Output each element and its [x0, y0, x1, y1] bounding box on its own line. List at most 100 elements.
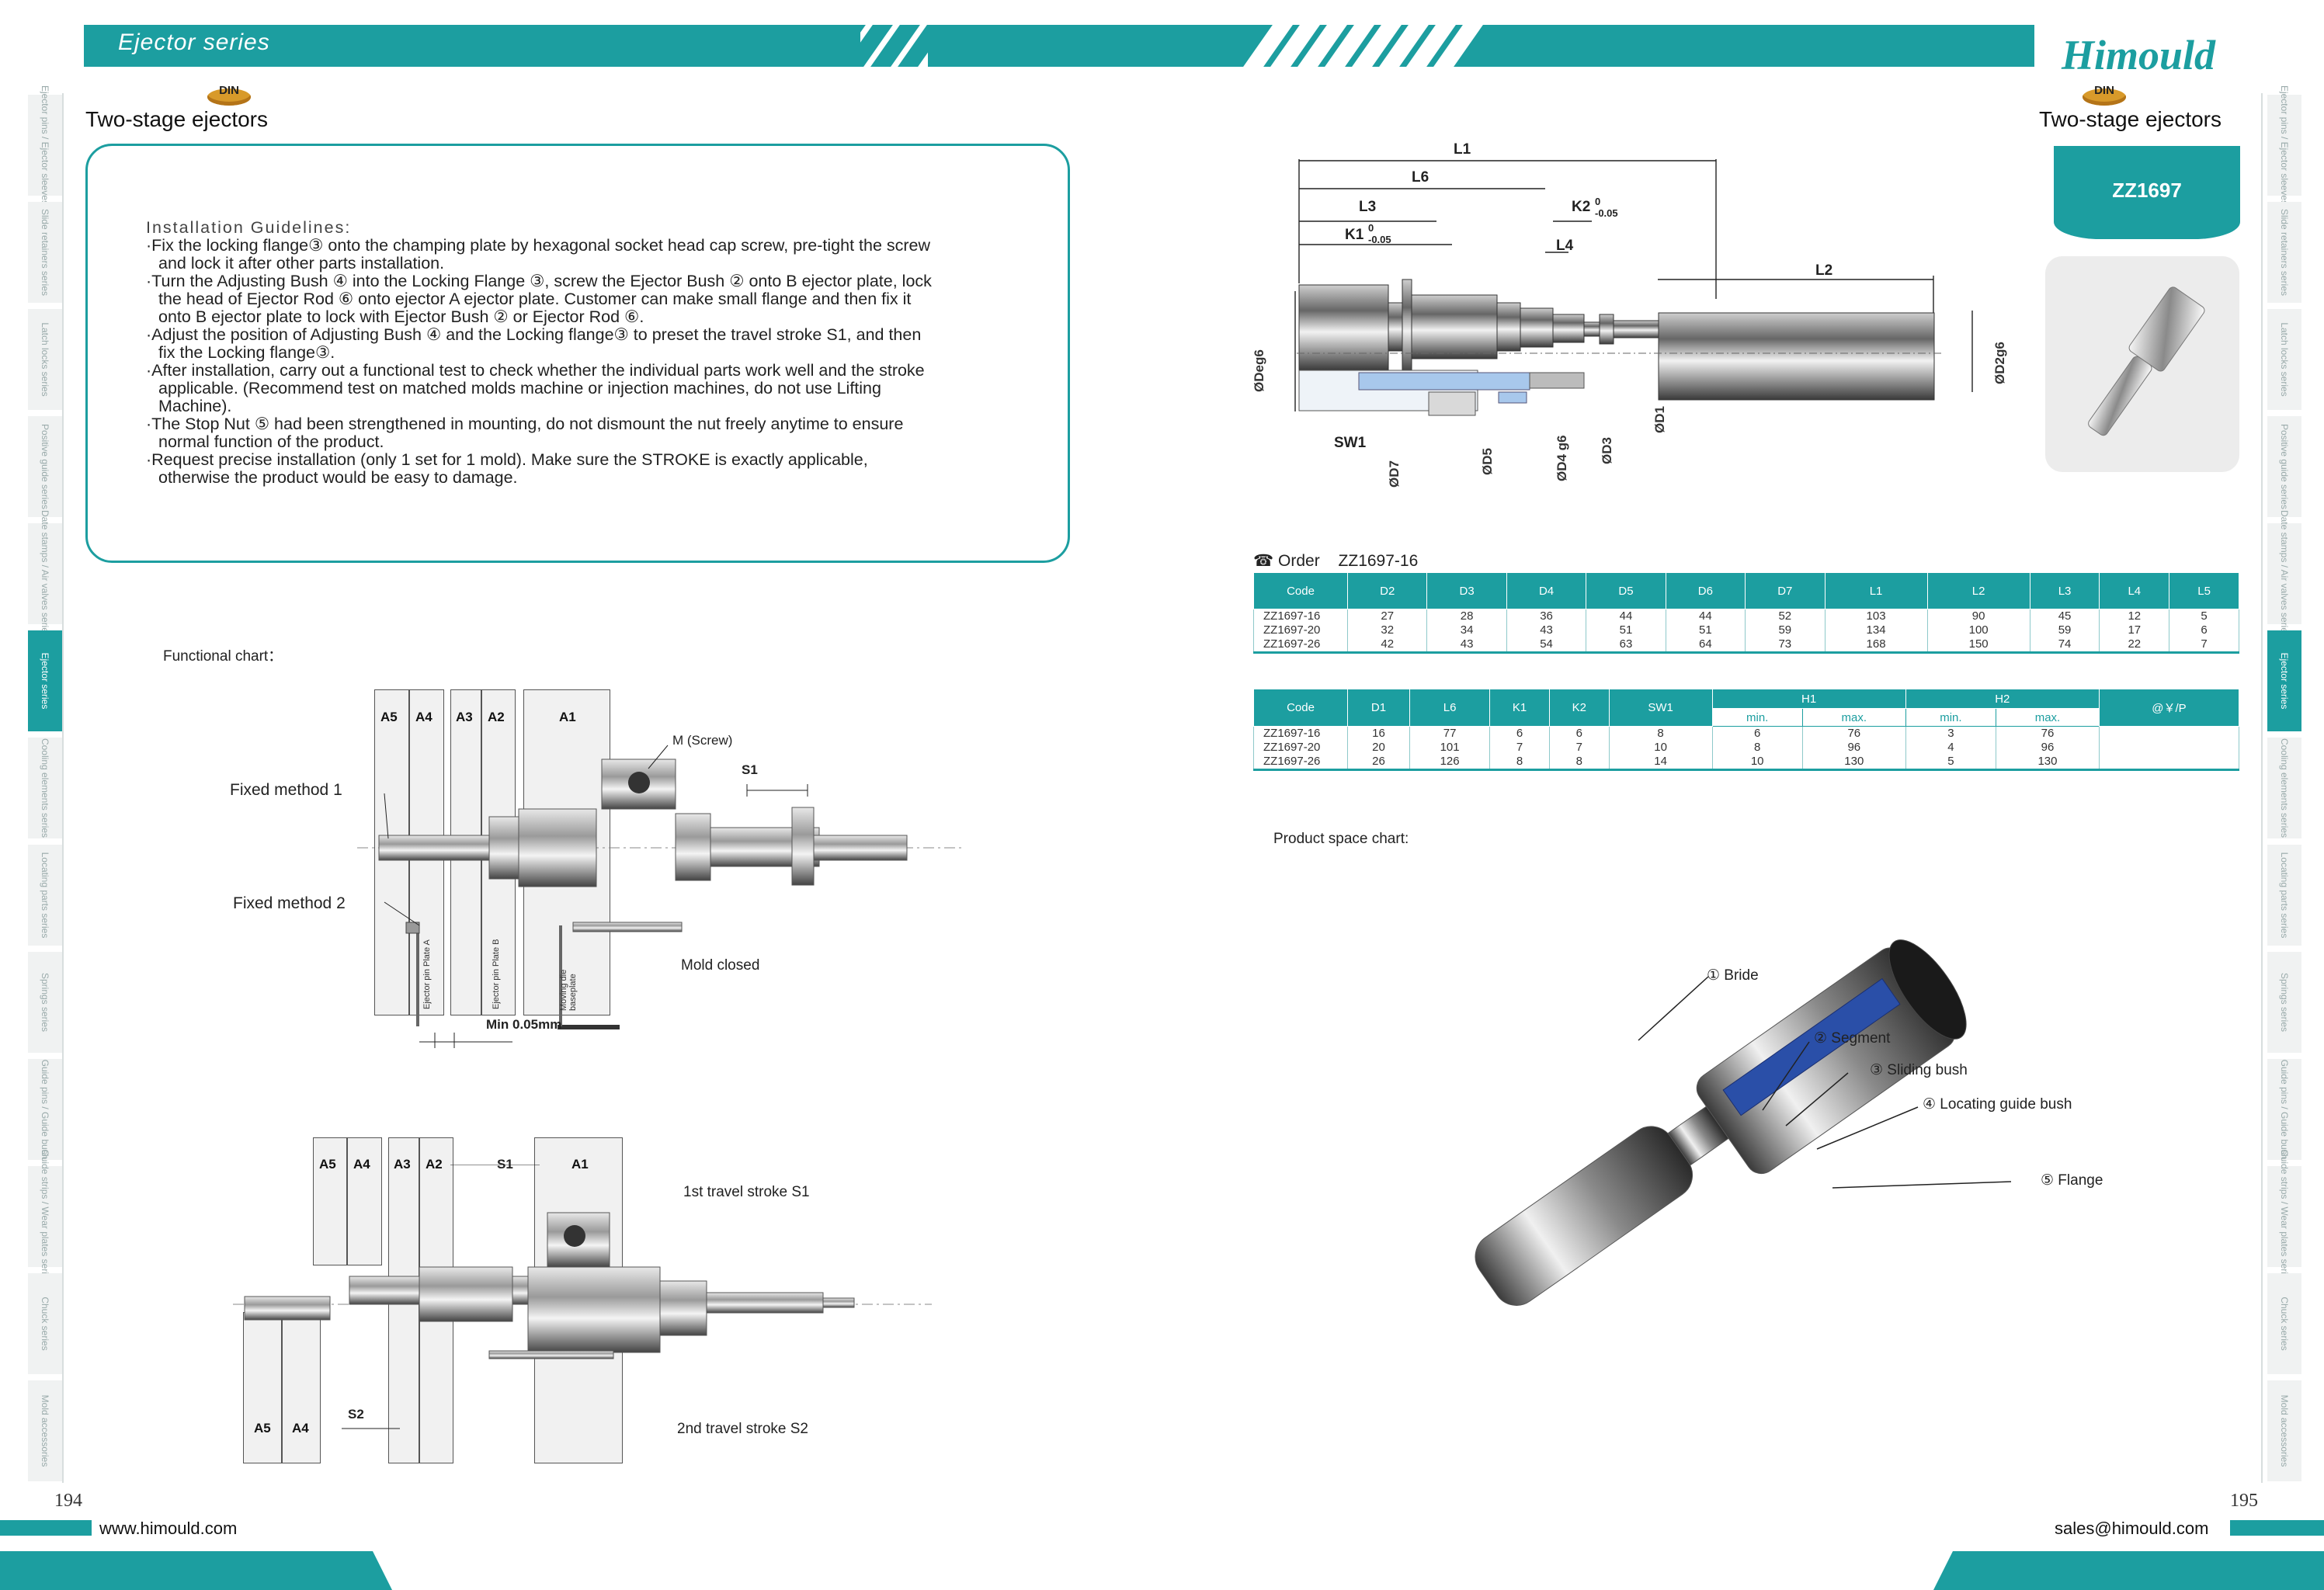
side-tab[interactable]: Ejector pins / Ejector sleeves	[28, 85, 62, 205]
table-cell: 22	[2099, 637, 2170, 654]
plate-label: A4	[415, 710, 432, 724]
col-header: L4	[2099, 572, 2170, 609]
table-cell: 34	[1426, 623, 1507, 637]
side-tab[interactable]: Cooling elements series	[28, 738, 62, 840]
callout-locating-guide-bush: ④ Locating guide bush	[1923, 1096, 2072, 1113]
footer-accent	[2230, 1520, 2324, 1536]
table-cell: ZZ1697-16	[1253, 726, 1348, 741]
side-tab-label: Date stamps / Air valves series	[40, 509, 50, 638]
table-cell: ZZ1697-26	[1253, 755, 1348, 771]
side-tab[interactable]: Mold accessories	[2267, 1380, 2301, 1483]
side-tab[interactable]: Ejector series	[2267, 630, 2301, 733]
col-header: H1	[1711, 689, 1906, 709]
side-tab[interactable]: Springs series	[2267, 952, 2301, 1054]
table-cell: 6	[1489, 726, 1550, 741]
table-cell: 3	[1905, 726, 1997, 741]
side-tab-label: Ejector pins / Ejector sleeves	[2279, 85, 2290, 206]
table-cell: 44	[1586, 609, 1666, 623]
col-header: K2	[1548, 689, 1610, 727]
installation-line: ·Request precise installation (only 1 se…	[146, 450, 868, 469]
side-tab-label: Date stamps / Air valves series	[2279, 509, 2290, 638]
installation-line: and lock it after other parts installati…	[158, 254, 445, 273]
table-cell: 74	[2029, 637, 2100, 654]
side-tab[interactable]: Guide pins / Guide bush	[28, 1059, 62, 1161]
dim-K1: K1	[1345, 227, 1364, 243]
table-cell: ZZ1697-16	[1253, 609, 1348, 623]
side-tab[interactable]: Locating parts series	[2267, 845, 2301, 947]
side-tab[interactable]: Positive guide series	[28, 416, 62, 519]
table-cell: 17	[2099, 623, 2170, 637]
dim-K2: K2	[1572, 199, 1591, 215]
side-tab-label: Guide strips / Wear plates series	[2279, 1149, 2290, 1284]
side-tab[interactable]: Chuck series	[28, 1273, 62, 1376]
dim-L2: L2	[1815, 262, 1833, 279]
dim-D4: ØD4 g6	[1555, 435, 1569, 481]
side-tab[interactable]: Springs series	[28, 952, 62, 1054]
table-cell: 36	[1506, 609, 1587, 623]
side-tab[interactable]: Ejector pins / Ejector sleeves	[2267, 85, 2301, 205]
plate-a4	[347, 1137, 382, 1265]
table-cell: 96	[1801, 741, 1906, 755]
col-header: L6	[1409, 689, 1491, 727]
dim-K2-tol: 0 -0.05	[1595, 196, 1618, 219]
plate-label: A5	[254, 1421, 271, 1436]
table-cell: 7	[1489, 741, 1550, 755]
ejector-assembly-strokes	[233, 1165, 932, 1429]
side-tab[interactable]: Chuck series	[2267, 1273, 2301, 1376]
col-header: L1	[1824, 572, 1928, 609]
side-tab[interactable]: Slide retainers series	[28, 202, 62, 304]
side-tab[interactable]: Locating parts series	[28, 845, 62, 947]
side-tab[interactable]: Mold accessories	[28, 1380, 62, 1483]
side-tab[interactable]: Guide strips / Wear plates series	[28, 1149, 62, 1284]
dim-D3: ØD3	[1600, 437, 1614, 464]
col-header: D3	[1426, 572, 1507, 609]
side-tab[interactable]: Slide retainers series	[2267, 202, 2301, 304]
installation-guidelines: Installation Guidelines: ·Fix the lockin…	[146, 219, 1047, 487]
side-tab[interactable]: Positive guide series	[2267, 416, 2301, 519]
page-number-right: 195	[2230, 1491, 2258, 1511]
side-tab[interactable]: Guide strips / Wear plates series	[2267, 1149, 2301, 1284]
col-header: D2	[1346, 572, 1428, 609]
side-tab[interactable]: Cooling elements series	[2267, 738, 2301, 840]
side-tab[interactable]: Guide pins / Guide bush	[2267, 1059, 2301, 1161]
dim-L3: L3	[1359, 199, 1377, 215]
min-gap-label: Min 0.05mm	[486, 1017, 562, 1032]
side-tab[interactable]: Date stamps / Air valves series	[28, 510, 62, 637]
table-cell: 28	[1426, 609, 1507, 623]
side-tab-label: Ejector series	[2279, 652, 2290, 710]
installation-line: ·Adjust the position of Adjusting Bush ④…	[146, 325, 922, 344]
side-tab[interactable]: Ejector series	[28, 630, 62, 733]
table-cell: 103	[1824, 609, 1928, 623]
model-code: ZZ1697	[2112, 179, 2182, 202]
email-link[interactable]: sales@himould.com	[2055, 1519, 2209, 1538]
installation-line: fix the Locking flange③.	[158, 343, 335, 362]
table-cell: 20	[1346, 741, 1411, 755]
page-title: Two-stage ejectors	[85, 107, 268, 131]
side-tab[interactable]: Latch locks series	[28, 309, 62, 411]
dim-D6: ØDeg6	[1252, 349, 1266, 392]
side-tab-label: Guide pins / Guide bush	[40, 1059, 50, 1160]
table-cell: 76	[1801, 726, 1906, 741]
table-cell: 7	[2169, 637, 2239, 654]
page-number-left: 194	[54, 1491, 82, 1511]
plate-label: A5	[319, 1157, 336, 1172]
website-link[interactable]: www.himould.com	[99, 1519, 238, 1538]
fixed-method-1: Fixed method 1	[230, 781, 342, 799]
table-cell: 73	[1745, 637, 1826, 654]
spec-table-2: Code D1 L6 K1 K2 SW1 H1 H2 @￥/P min. max…	[1253, 689, 2240, 771]
table-cell: 8	[1489, 755, 1550, 771]
installation-line: normal function of the product.	[158, 432, 384, 451]
side-tab[interactable]: Latch locks series	[2267, 309, 2301, 411]
installation-box	[85, 144, 1070, 563]
plate-label: A1	[559, 710, 576, 724]
table-cell: 52	[1745, 609, 1826, 623]
side-tab[interactable]: Date stamps / Air valves series	[2267, 510, 2301, 637]
table-cell: 43	[1506, 623, 1587, 637]
side-tab-label: Locating parts series	[2279, 852, 2290, 939]
col-header: D1	[1346, 689, 1411, 727]
table-cell: 59	[1745, 623, 1826, 637]
side-tab-label: Chuck series	[40, 1297, 50, 1351]
table-cell: 4	[1905, 741, 1997, 755]
